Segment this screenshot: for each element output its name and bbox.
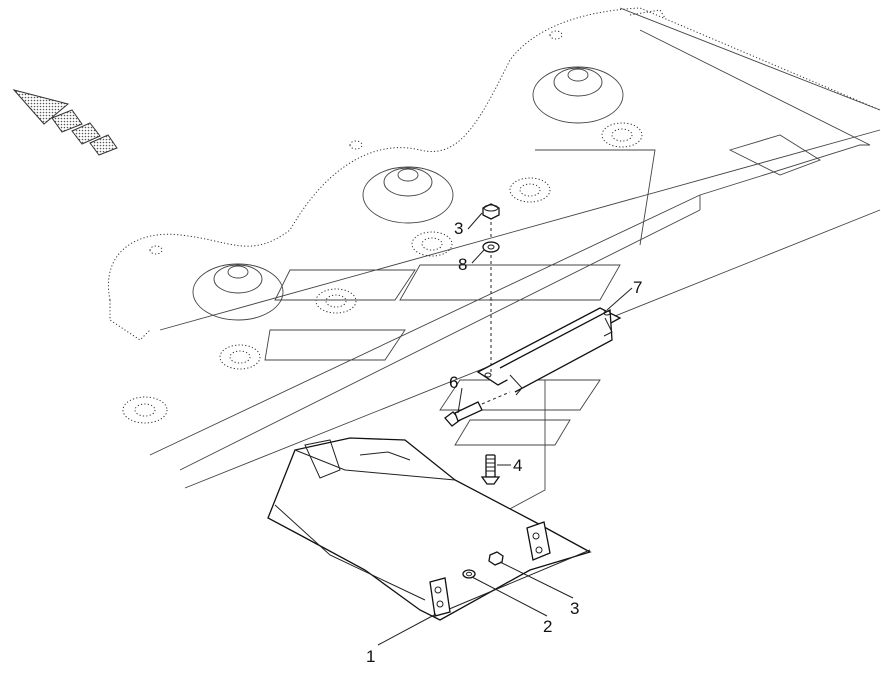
callout-4: 4 (513, 456, 522, 475)
leader-lines (377, 212, 633, 646)
lug-right (526, 521, 551, 561)
cutter-hub (362, 166, 454, 224)
lug-left (429, 577, 451, 617)
callout-3-top: 3 (454, 219, 463, 238)
callout-2: 2 (543, 617, 552, 636)
cutter-hub (192, 263, 284, 321)
callout-6: 6 (449, 373, 458, 392)
callout-7: 7 (633, 278, 642, 297)
screw (480, 454, 501, 485)
nut (488, 551, 504, 566)
callout-8: 8 (458, 255, 467, 274)
cutter-hub (532, 66, 624, 124)
bolt (444, 391, 511, 427)
callout-3-bottom: 3 (570, 599, 579, 618)
skid-guard (267, 437, 592, 621)
top-nut (482, 203, 500, 220)
direction-arrow-icon (12, 89, 118, 156)
bracket (476, 307, 622, 396)
callout-1: 1 (366, 647, 375, 666)
top-washer (482, 241, 500, 253)
washer (462, 569, 476, 579)
dotted-disc (122, 122, 643, 424)
